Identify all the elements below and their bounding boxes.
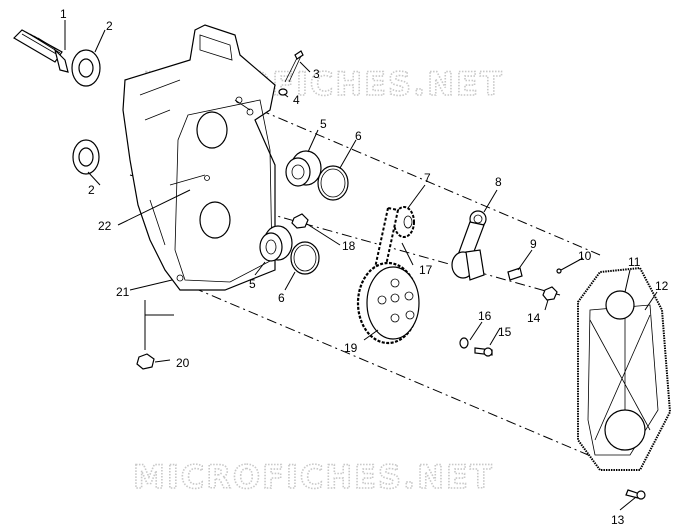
watermark-bottom: MICROFICHES.NET	[133, 458, 494, 496]
small-sprocket-part	[393, 206, 415, 238]
washer-part-9	[507, 267, 523, 281]
callout-17: 17	[419, 263, 433, 277]
callout-6-bottom: 6	[278, 291, 285, 305]
callout-20: 20	[176, 356, 190, 370]
callout-21: 21	[116, 285, 130, 299]
callout-11: 11	[628, 255, 641, 269]
callout-1: 1	[60, 7, 67, 21]
bearing-part-lower	[259, 225, 293, 262]
chain-part	[373, 206, 400, 272]
bolt-part-15	[474, 347, 493, 357]
callout-14: 14	[527, 311, 541, 325]
bolt-part	[284, 50, 304, 83]
callout-2-top: 2	[106, 19, 113, 33]
o-ring-part-lower	[290, 241, 320, 275]
callout-2-left: 2	[88, 183, 95, 197]
callout-15: 15	[498, 325, 512, 339]
callout-6-top: 6	[355, 129, 362, 143]
seal-part-left	[72, 139, 100, 175]
callout-22: 22	[98, 219, 112, 233]
nut-part-20	[136, 353, 155, 370]
nut-part-18	[291, 213, 309, 229]
callout-8: 8	[495, 175, 502, 189]
nut-part-14	[542, 286, 558, 301]
o-ring-part-upper	[317, 165, 349, 201]
callout-10: 10	[578, 249, 592, 263]
bearing-part-upper	[285, 150, 322, 187]
shaft-part	[13, 29, 69, 73]
washer-part	[278, 88, 288, 96]
callout-12: 12	[655, 279, 669, 293]
callout-3: 3	[313, 67, 320, 81]
callout-labels: 1 2 3 4 5 6 7 8 9 10 11 12 13 14 15 16 1…	[60, 7, 669, 527]
callout-5-top: 5	[320, 117, 327, 131]
leader-lines	[64, 20, 658, 511]
callout-13: 13	[611, 513, 625, 527]
chaincase-housing	[122, 24, 276, 291]
callout-18: 18	[342, 239, 356, 253]
callout-5-bottom: 5	[249, 277, 256, 291]
washer-part-16	[459, 337, 469, 349]
pin-part-10	[556, 268, 562, 274]
callout-4: 4	[293, 93, 300, 107]
chaincase-cover-part	[577, 266, 672, 471]
callout-16: 16	[478, 309, 492, 323]
large-sprocket-part	[356, 261, 420, 345]
bolt-part-13	[625, 489, 646, 500]
callout-7: 7	[424, 171, 431, 185]
callout-19: 19	[344, 341, 358, 355]
seal-part-top	[71, 49, 101, 87]
callout-9: 9	[530, 237, 537, 251]
tensioner-arm-part	[451, 210, 487, 281]
